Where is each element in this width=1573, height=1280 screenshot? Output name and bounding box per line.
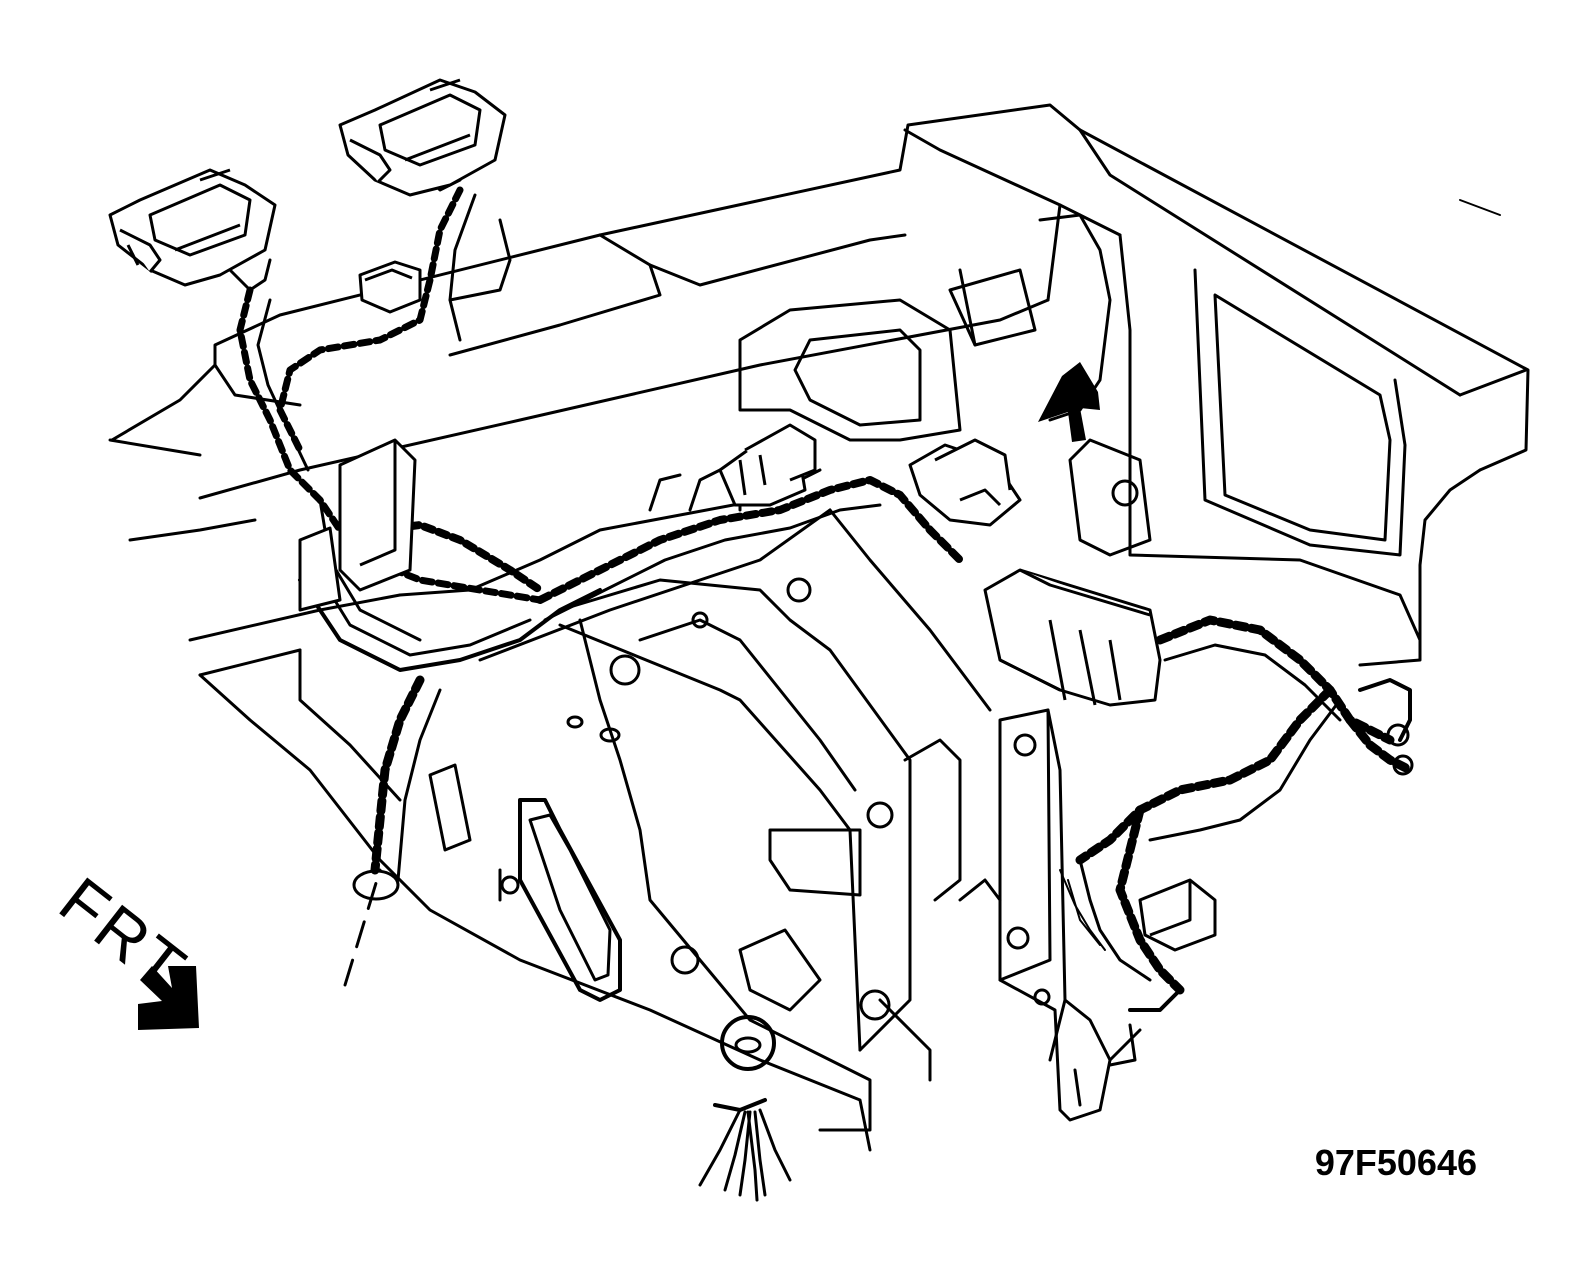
harness-clip-left: [298, 438, 417, 612]
wiring-harness: [228, 168, 1415, 1202]
connector-small-left: [358, 260, 422, 314]
connector-center-right: [908, 438, 1022, 527]
figure-id: 97F50646: [1314, 1142, 1477, 1183]
connector-block-right: [983, 568, 1162, 707]
connector-upper-left: [108, 168, 277, 287]
dash-frame: [108, 103, 1530, 1152]
connectors: [108, 78, 1217, 952]
connector-upper-middle: [338, 78, 507, 197]
connector-small-right: [1138, 878, 1217, 952]
mounting-bracket: [428, 479, 1139, 1132]
connector-center-pair: [718, 423, 817, 507]
arrow-down-right-icon: [138, 966, 199, 1030]
direction-indicator: FRT: [46, 863, 202, 1030]
location-arrow-icon: [1038, 362, 1100, 442]
side-bracket: [958, 708, 1142, 1122]
